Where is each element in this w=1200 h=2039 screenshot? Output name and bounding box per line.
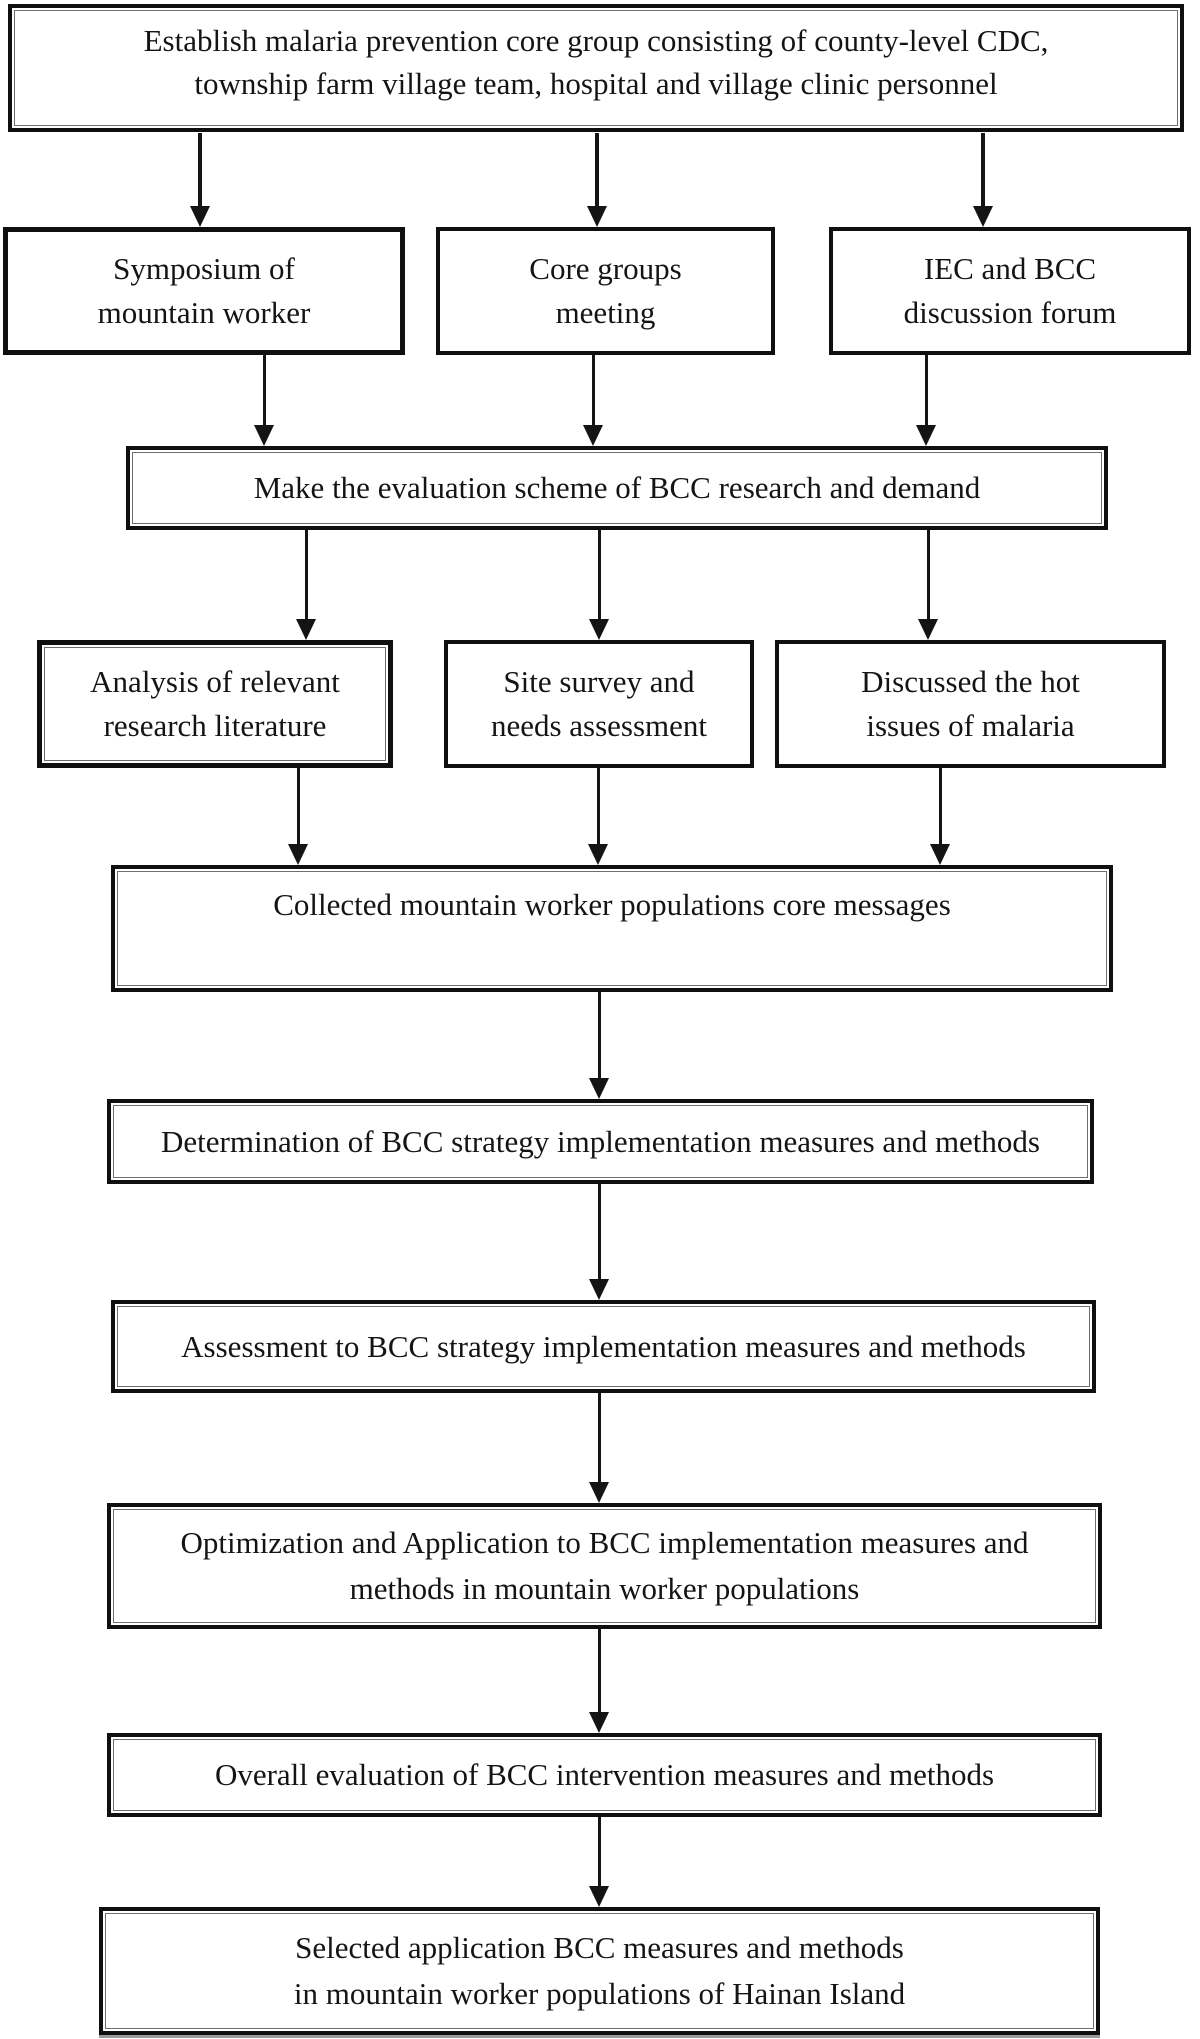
flow-arrow-down	[587, 133, 607, 227]
flow-box-symposium: Symposium of mountain worker	[3, 227, 405, 355]
flow-arrow-down	[589, 1184, 609, 1300]
flow-box-text-line: needs assessment	[490, 708, 708, 743]
flow-arrow-down	[589, 1393, 609, 1503]
flow-box-overall-evaluation: Overall evaluation of BCC intervention m…	[107, 1733, 1102, 1817]
flow-box-establish-core-group: Establish malaria prevention core group …	[8, 4, 1184, 132]
flow-box-site-survey: Site survey and needs assessment	[444, 640, 754, 768]
flow-box-text-line: Assessment to BCC strategy implementatio…	[181, 1328, 1026, 1364]
flow-arrow-down	[583, 355, 603, 446]
flow-arrow-down	[918, 530, 938, 640]
flow-box-text-line: Establish malaria prevention core group …	[143, 23, 1049, 58]
flow-box-determination: Determination of BCC strategy implementa…	[107, 1099, 1094, 1184]
flow-box-hot-issues: Discussed the hot issues of malaria	[775, 640, 1166, 768]
flow-arrow-down	[589, 1629, 609, 1733]
flow-box-text-line: Make the evaluation scheme of BCC resear…	[253, 470, 981, 505]
flow-arrow-down	[916, 355, 936, 446]
flow-box-optimization: Optimization and Application to BCC impl…	[107, 1503, 1102, 1629]
flow-box-text-line: discussion forum	[903, 295, 1117, 330]
flow-arrow-down	[589, 530, 609, 640]
flow-arrow-down	[589, 992, 609, 1099]
flow-arrow-down	[589, 1817, 609, 1907]
flow-box-text-line: Site survey and	[503, 664, 695, 699]
flow-box-text-line: Symposium of	[113, 251, 295, 286]
flow-box-text-line: Overall evaluation of BCC intervention m…	[214, 1757, 995, 1792]
flow-box-evaluation-scheme: Make the evaluation scheme of BCC resear…	[126, 446, 1108, 530]
flow-box-text-line: research literature	[103, 708, 327, 743]
flow-arrow-down	[296, 530, 316, 640]
flow-box-text-line: in mountain worker populations of Hainan…	[293, 1976, 906, 2011]
flow-box-text-line: Collected mountain worker populations co…	[273, 887, 951, 922]
flow-box-text-line: IEC and BCC	[923, 251, 1097, 286]
flow-box-collected-messages: Collected mountain worker populations co…	[111, 865, 1113, 992]
flow-arrow-down	[973, 133, 993, 227]
flow-box-iec-bcc-forum: IEC and BCC discussion forum	[829, 227, 1191, 355]
flow-box-text-line: mountain worker	[97, 295, 311, 330]
flow-box-selected-application: Selected application BCC measures and me…	[99, 1907, 1100, 2035]
flow-arrow-down	[190, 133, 210, 227]
flow-box-text-line: meeting	[555, 295, 656, 330]
flow-arrow-down	[254, 355, 274, 446]
flow-box-analysis-literature: Analysis of relevant research literature	[37, 640, 393, 768]
flow-box-text-line: issues of malaria	[866, 708, 1075, 743]
flow-box-core-groups-meeting: Core groups meeting	[436, 227, 775, 355]
flow-box-text-line: Analysis of relevant	[90, 664, 340, 699]
flow-box-text-line: Determination of BCC strategy implementa…	[160, 1123, 1040, 1159]
flow-box-text-line: Core groups	[529, 251, 682, 286]
flow-box-text-line: Optimization and Application to BCC impl…	[180, 1525, 1029, 1560]
flow-box-assessment: Assessment to BCC strategy implementatio…	[111, 1300, 1096, 1393]
flow-box-text-line: Selected application BCC measures and me…	[295, 1930, 904, 1965]
flow-box-text-line: township farm village team, hospital and…	[194, 66, 998, 101]
flow-arrow-down	[930, 768, 950, 865]
flow-box-text-line: methods in mountain worker populations	[349, 1571, 860, 1606]
flow-box-text-line: Discussed the hot	[861, 664, 1080, 699]
flow-arrow-down	[588, 768, 608, 865]
flow-arrow-down	[288, 768, 308, 865]
